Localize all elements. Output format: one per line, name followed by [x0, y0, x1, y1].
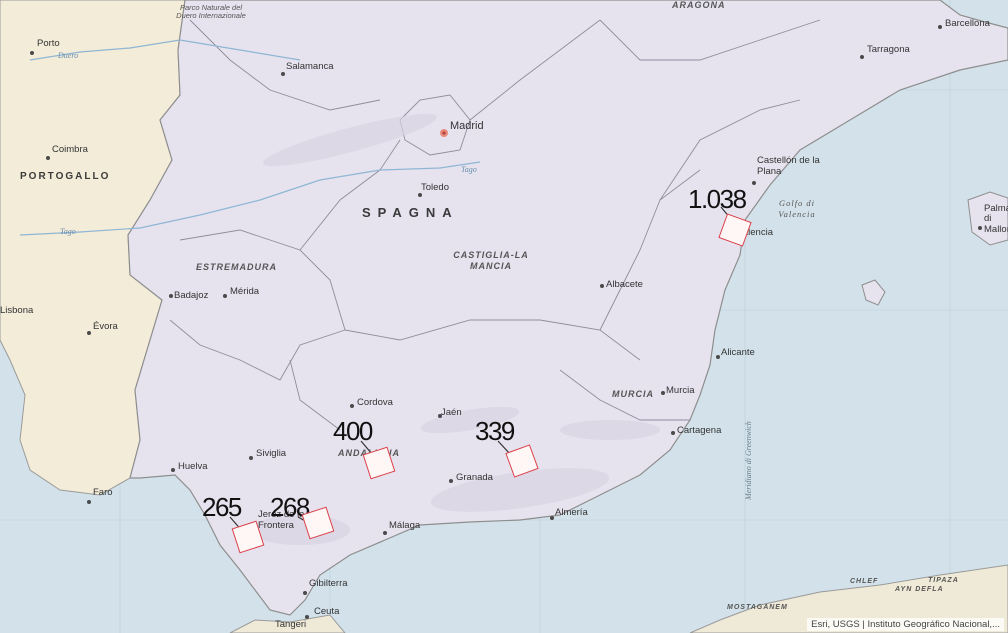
city-label-salamanca: Salamanca [286, 61, 334, 72]
rivers [19, 39, 481, 236]
city-label-ceuta: Ceuta [314, 606, 340, 617]
region-label-castiglia: CASTIGLIA-LA MANCIA [453, 250, 529, 272]
city-label-malaga: Málaga [389, 520, 421, 531]
mallorca-land [967, 191, 1008, 246]
africa-label-mostaganem: MOSTAGANEM [727, 604, 788, 611]
city-dots [30, 25, 982, 619]
city-label-cordova: Cordova [357, 397, 393, 408]
sea-label-golfo: Golfo di Valencia [778, 198, 816, 220]
city-label-barcellona: Barcellona [945, 18, 990, 29]
country-label-spain: SPAGNA [362, 205, 459, 220]
city-label-albacete: Albacete [606, 279, 643, 290]
region-label-estremadura: ESTREMADURA [196, 262, 278, 272]
meridian-label: Meridiano di Greenwich [744, 421, 753, 500]
terrain-shading [250, 113, 660, 545]
city-label-faro: Faro [93, 487, 113, 498]
city-label-palma: Palma di Mallorca [984, 204, 1008, 235]
city-label-merida: Mérida [230, 286, 260, 297]
algeria-land [689, 564, 1008, 633]
marker-value-granada: 339 [475, 416, 515, 446]
river-label-tago-west: Tago [60, 227, 76, 236]
city-label-evora: Évora [93, 321, 118, 332]
city-label-jerez: Jerez de la Frontera [258, 509, 305, 531]
city-label-gibilterra: Gibilterra [309, 578, 348, 589]
city-label-tangeri: Tangeri [275, 619, 307, 630]
city-label-siviglia: Siviglia [256, 448, 287, 459]
city-label-granada: Granada [456, 472, 493, 483]
city-label-jaen: Jaén [441, 407, 462, 418]
city-label-tarragona: Tarragona [867, 44, 910, 55]
city-label-toledo: Toledo [421, 182, 449, 193]
marker-value-jerez: 265 [202, 492, 242, 522]
city-label-castellon: Castellón de la Plana [757, 155, 820, 177]
city-label-cartagena: Cartagena [677, 425, 722, 436]
morocco-land [229, 614, 346, 633]
africa-label-ain-defla: AYN DEFLA [895, 586, 944, 593]
marker-value-cordova: 400 [333, 416, 373, 446]
marker-value-valencia: 1.038 [688, 184, 747, 214]
region-label-murcia: MURCIA [612, 389, 654, 399]
city-label-porto: Porto [37, 38, 60, 49]
spain-land [127, 0, 1008, 616]
city-label-almeria: Almería [555, 507, 588, 518]
city-label-valencia: Valencia [745, 228, 773, 238]
city-label-madrid: Madrid [450, 120, 484, 132]
river-label-tago-center: Tago [461, 165, 477, 174]
ibiza-land [861, 279, 886, 306]
park-label: Parco Naturale del Duero Internazionale [176, 3, 246, 20]
africa-label-chlef: CHLEF [850, 578, 879, 585]
region-label-aragona: ARAGONA [672, 0, 726, 10]
map-attribution: Esri, USGS | Instituto Geográfico Nacion… [807, 618, 1004, 631]
city-label-badajoz: Badajoz [174, 290, 209, 301]
country-label-portugal: PORTOGALLO [20, 171, 111, 182]
city-label-coimbra: Coimbra [52, 144, 88, 155]
region-boundaries [169, 19, 821, 431]
city-label-alicante: Alicante [721, 347, 755, 358]
city-label-huelva: Huelva [178, 461, 208, 472]
africa-label-tipaza: TIPAZA [928, 577, 959, 584]
city-label-lisbona: Lisbona [0, 306, 34, 316]
city-label-murcia: Murcia [666, 385, 695, 396]
river-label-duero: Duero [58, 51, 79, 60]
